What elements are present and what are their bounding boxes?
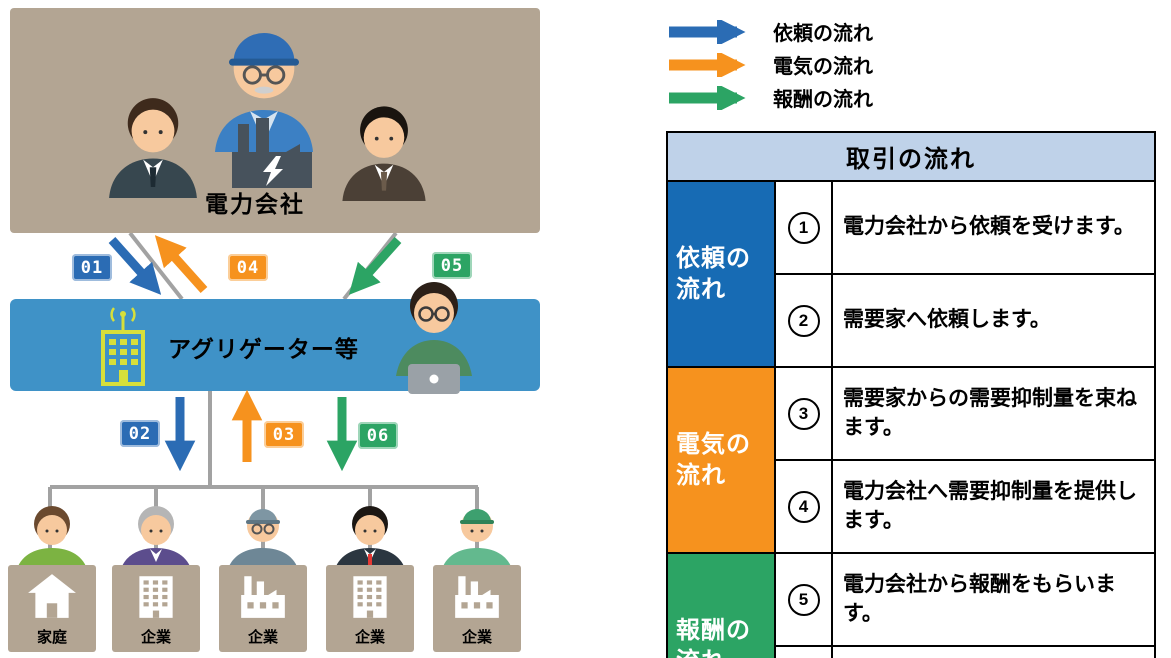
- badge-03: 03: [264, 421, 304, 448]
- legend-row-electricity: 電気の流れ: [665, 48, 873, 81]
- arrow-01-request-down: [108, 236, 162, 295]
- consumer-executive-icon: [120, 506, 192, 572]
- category-cell-reward: 報酬の 流れ: [666, 552, 776, 658]
- badge-05: 05: [432, 252, 472, 279]
- office-icon: [139, 576, 173, 618]
- consumer-box-label: 企業: [354, 629, 385, 646]
- factory-icon: [241, 576, 285, 618]
- description-cell: 需要家へ報酬を支払います。: [831, 645, 1156, 658]
- consumer-box-company-2: 企業: [219, 565, 307, 652]
- legend-row-request: 依頼の流れ: [665, 15, 873, 48]
- circled-number-icon: 4: [787, 490, 820, 523]
- power-plant-icon: [232, 118, 312, 188]
- category-cell-electricity: 電気の 流れ: [666, 366, 776, 554]
- consumer-box-company-1: 企業: [112, 565, 200, 652]
- legend-label-electricity: 電気の流れ: [773, 56, 873, 78]
- number-cell: 2: [774, 273, 833, 368]
- smart-building-icon: [101, 307, 145, 386]
- description-cell: 需要家へ依頼します。: [831, 273, 1156, 368]
- consumer-box-label: 企業: [140, 629, 171, 646]
- table-title: 取引の流れ: [666, 131, 1156, 182]
- office-icon: [353, 576, 387, 618]
- consumer-woman-icon: [16, 506, 88, 572]
- businessman-left-icon: [109, 98, 197, 198]
- table-row: 電気の 流れ 3 需要家からの需要抑制量を束ねます。: [666, 366, 1156, 554]
- badge-01: 01: [72, 254, 112, 281]
- transaction-flow-table: 取引の流れ 依頼の 流れ 1 電力会社から依頼を受けます。 2 需要家へ依頼しま…: [666, 131, 1156, 658]
- factory-icon: [455, 576, 499, 618]
- number-cell: 4: [774, 459, 833, 554]
- businessman-right-icon: [342, 106, 426, 202]
- house-icon: [28, 574, 76, 618]
- number-cell: 3: [774, 366, 833, 461]
- badge-06: 06: [358, 422, 398, 449]
- aggregator-operator-icon: [396, 282, 472, 394]
- circled-number-icon: 3: [787, 397, 820, 430]
- consumer-box-label: 家庭: [36, 629, 67, 646]
- description-cell: 需要家からの需要抑制量を束ねます。: [831, 366, 1156, 461]
- legend-label-reward: 報酬の流れ: [773, 89, 873, 111]
- arrow-04-electricity-up: [154, 235, 208, 294]
- power-company-label: 電力会社: [205, 191, 305, 217]
- badge-04: 04: [228, 254, 268, 281]
- category-cell-request: 依頼の 流れ: [666, 180, 776, 368]
- table-row: 報酬の 流れ 5 電力会社から報酬をもらいます。: [666, 552, 1156, 658]
- consumer-box-company-3: 企業: [326, 565, 414, 652]
- circled-number-icon: 1: [787, 211, 820, 244]
- circled-number-icon: 2: [787, 304, 820, 337]
- badge-02: 02: [120, 420, 160, 447]
- aggregator-label: アグリゲーター等: [168, 336, 359, 362]
- table-row: 2 需要家へ依頼します。: [667, 273, 1156, 368]
- number-cell: 5: [774, 552, 833, 647]
- consumer-businessman-icon: [334, 506, 406, 572]
- orange-arrow-icon: [669, 52, 746, 77]
- consumer-worker-icon: [227, 509, 299, 572]
- legend-row-reward: 報酬の流れ: [665, 81, 873, 114]
- consumer-box-home: 家庭: [8, 565, 96, 652]
- number-cell: 1: [774, 180, 833, 275]
- number-cell: 6: [774, 645, 833, 658]
- consumer-box-label: 企業: [247, 629, 278, 646]
- legend: 依頼の流れ 電気の流れ 報酬の流れ: [665, 15, 873, 114]
- green-arrow-icon: [669, 85, 746, 110]
- table-row: 依頼の 流れ 1 電力会社から依頼を受けます。: [666, 180, 1156, 368]
- circled-number-icon: 5: [787, 583, 820, 616]
- description-cell: 電力会社へ需要抑制量を提供します。: [831, 459, 1156, 554]
- consumer-box-company-4: 企業: [433, 565, 521, 652]
- table-row: 4 電力会社へ需要抑制量を提供します。: [667, 459, 1156, 554]
- consumer-box-label: 企業: [461, 629, 492, 646]
- description-cell: 電力会社から依頼を受けます。: [831, 180, 1156, 275]
- consumer-green-worker-icon: [441, 509, 513, 572]
- description-cell: 電力会社から報酬をもらいます。: [831, 552, 1156, 647]
- legend-label-request: 依頼の流れ: [773, 23, 873, 45]
- blue-arrow-icon: [669, 19, 746, 44]
- table-row: 6 需要家へ報酬を支払います。: [667, 645, 1156, 658]
